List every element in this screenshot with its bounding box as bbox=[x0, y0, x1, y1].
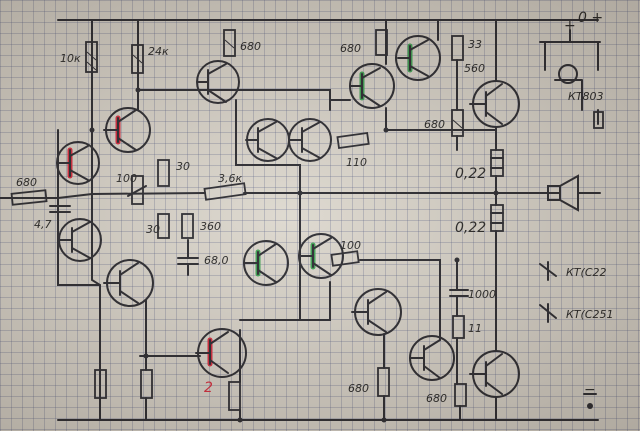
label-680-bl: 680 bbox=[348, 382, 369, 395]
label-kt803: КТ803 bbox=[568, 90, 604, 103]
legend-symbol-2 bbox=[539, 303, 557, 323]
label-110: 110 bbox=[346, 156, 367, 169]
label-560: 560 bbox=[464, 62, 485, 75]
transistor-q-top-right bbox=[395, 35, 441, 81]
wire-driver-links bbox=[235, 99, 331, 321]
legend-symbol-1 bbox=[539, 261, 557, 281]
capacitor-4-7 bbox=[49, 205, 71, 213]
label-680-top: 680 bbox=[240, 40, 261, 53]
transistor-output-bottom bbox=[469, 350, 520, 398]
label-100-left: 100 bbox=[116, 172, 137, 185]
capacitor-68 bbox=[177, 239, 199, 276]
transistor-lower-mid bbox=[351, 288, 402, 336]
resistor-022-bot bbox=[490, 204, 504, 232]
kt803-subcircuit bbox=[539, 29, 604, 129]
wire-top-right bbox=[385, 19, 458, 151]
capacitor-1000 bbox=[449, 289, 469, 297]
label-3-6k: 3,6к bbox=[218, 172, 242, 185]
resistor-bottom-driver bbox=[228, 381, 241, 411]
transistor-lower-right-driver bbox=[409, 335, 455, 381]
resistor-3-6k bbox=[203, 182, 247, 201]
transistor-q-red-left bbox=[56, 141, 100, 185]
resistor-33 bbox=[451, 35, 464, 61]
transistor-green-left bbox=[243, 240, 289, 286]
label-30-b: 30 bbox=[146, 223, 160, 236]
label-10k: 10к bbox=[60, 52, 81, 65]
label-minus-supply: − bbox=[584, 382, 596, 398]
label-360: 360 bbox=[200, 220, 221, 233]
transistor-pair-left bbox=[245, 118, 290, 162]
wire-input-line bbox=[0, 192, 206, 199]
wire-lower-right bbox=[359, 259, 461, 421]
wire-left-column bbox=[91, 19, 101, 421]
resistor-680-bl bbox=[377, 367, 390, 397]
label-mark-2: 2 bbox=[204, 380, 213, 396]
resistor-680-br bbox=[454, 383, 467, 407]
label-24k: 24к bbox=[148, 45, 169, 58]
transistor-q-top-mid bbox=[349, 63, 395, 109]
resistor-10k bbox=[85, 41, 98, 73]
transistor-green-right bbox=[298, 233, 344, 279]
resistor-24k bbox=[131, 44, 144, 74]
label-100-bias: 100 bbox=[340, 239, 361, 252]
label-680-mid: 680 bbox=[340, 42, 361, 55]
transistor-q-top-left bbox=[196, 60, 240, 104]
resistor-680-top bbox=[223, 29, 236, 57]
resistor-100-bias bbox=[330, 250, 360, 267]
transistor-red-lower bbox=[195, 328, 247, 378]
label-680-right: 680 bbox=[424, 118, 445, 131]
label-plus-supply: + bbox=[564, 18, 576, 34]
resistor-022-top bbox=[490, 149, 504, 177]
resistor-11 bbox=[452, 315, 465, 339]
resistor-680-right bbox=[451, 109, 464, 137]
label-022-top: 0,22 bbox=[455, 166, 486, 182]
label-4-7: 4,7 bbox=[34, 218, 52, 231]
transistor-output-top bbox=[469, 80, 520, 128]
transistor-q-red-upper bbox=[103, 107, 151, 153]
junction-dots bbox=[89, 87, 499, 423]
label-33: 33 bbox=[468, 38, 482, 51]
wire-lower-left bbox=[99, 299, 201, 421]
label-022-bot: 0,22 bbox=[455, 220, 486, 236]
resistor-bottom-center bbox=[140, 369, 153, 399]
ground-terminal bbox=[587, 403, 593, 409]
resistor-680-input bbox=[10, 189, 48, 206]
label-680-input: 680 bbox=[16, 176, 37, 189]
wire-input-loop bbox=[57, 129, 101, 286]
label-zero-plus: 0 + bbox=[578, 10, 603, 26]
label-legend-2: КТ(С251 bbox=[566, 308, 614, 321]
resistor-360 bbox=[181, 213, 194, 239]
resistor-30-b bbox=[157, 213, 170, 239]
resistor-30-a bbox=[157, 159, 170, 187]
transistor-q-left-low bbox=[57, 218, 102, 262]
transistor-q-center-low bbox=[103, 259, 154, 307]
wire-upper-bus bbox=[139, 89, 351, 111]
label-30-a: 30 bbox=[176, 160, 190, 173]
label-68: 68,0 bbox=[204, 254, 229, 267]
transistor-pair-right bbox=[288, 118, 332, 162]
label-680-br: 680 bbox=[426, 392, 447, 405]
label-legend-1: КТ(С22 bbox=[566, 266, 607, 279]
label-11: 11 bbox=[468, 322, 482, 335]
label-1000: 1000 bbox=[468, 288, 496, 301]
resistor-110 bbox=[336, 131, 370, 150]
